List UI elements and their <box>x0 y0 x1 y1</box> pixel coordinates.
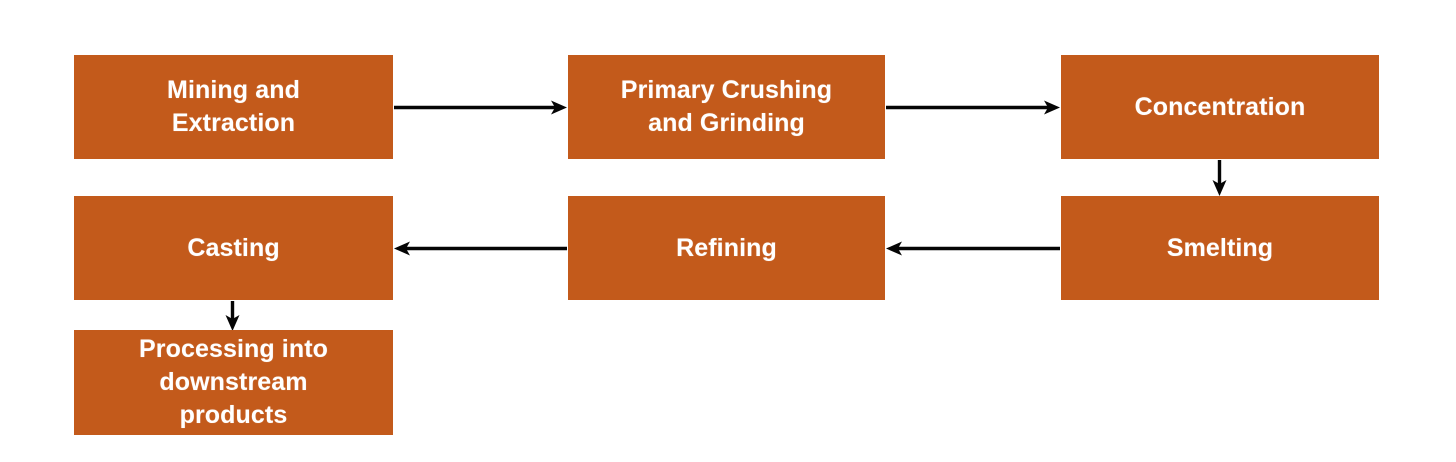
node-primary-crushing-and-grinding[interactable]: Primary Crushing and Grinding <box>568 55 885 159</box>
edge-smelting-to-refining <box>886 241 1060 256</box>
edge-concentration-to-smelting <box>1212 160 1227 196</box>
node-label: Primary Crushing and Grinding <box>620 76 833 137</box>
node-casting[interactable]: Casting <box>74 196 393 300</box>
node-processing-into-downstream-products[interactable]: Processing into downstream products <box>74 330 393 435</box>
node-refining[interactable]: Refining <box>568 196 885 300</box>
node-concentration[interactable]: Concentration <box>1061 55 1379 159</box>
edge-refining-to-casting <box>394 241 567 256</box>
node-label: Casting <box>187 233 280 262</box>
node-label: Concentration <box>1134 92 1306 121</box>
node-label: Smelting <box>1166 233 1274 262</box>
edge-casting-to-downstream <box>225 301 240 331</box>
node-smelting[interactable]: Smelting <box>1061 196 1379 300</box>
edge-crushing-to-concentration <box>886 100 1060 115</box>
node-mining-and-extraction[interactable]: Mining and Extraction <box>74 55 393 159</box>
node-label: Processing into downstream products <box>138 335 329 429</box>
node-label: Refining <box>676 233 777 262</box>
node-label: Mining and Extraction <box>167 76 300 137</box>
edge-mining-to-crushing <box>394 100 567 115</box>
